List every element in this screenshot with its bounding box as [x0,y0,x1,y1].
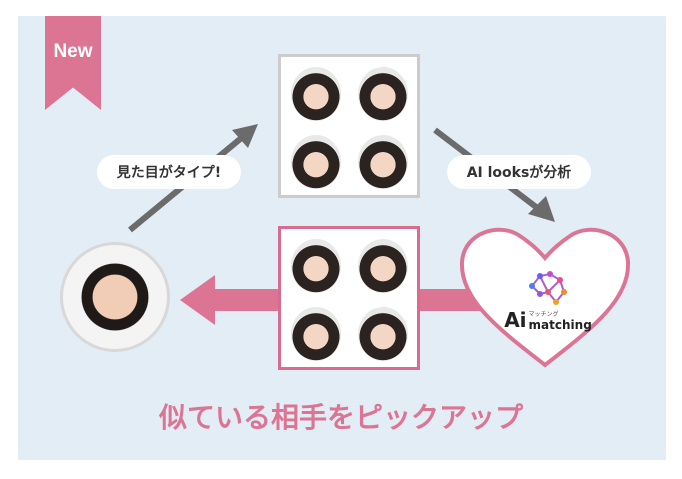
logo-word: matching [528,318,592,332]
label-looks-type: 見た目がタイプ! [97,155,241,189]
arrow-up-head [232,124,258,148]
arrow-left-pink-head [180,275,215,325]
headline: 似ている相手をピックアップ [158,401,523,434]
logo-mark: Ai [504,308,527,332]
matched-grid [278,226,420,370]
new-ribbon-badge: New [45,16,101,110]
heart-shape [459,227,631,368]
face-photo [358,307,408,361]
face-photo [291,67,341,121]
brain-network-icon [529,271,567,305]
user-avatar-photo [60,242,170,352]
label-ai-analyze: AI looksが分析 [447,155,591,189]
face-photo [291,307,341,361]
face-photo [291,135,341,189]
face-photo [358,67,408,121]
candidates-grid [278,54,420,198]
arrow-down-head [528,196,555,222]
logo-kana: マッチング [528,311,559,318]
ai-matching-logo: Ai マッチング matching [504,268,592,332]
face-photo [291,239,341,293]
face-photo [358,135,408,189]
face-photo [358,239,408,293]
